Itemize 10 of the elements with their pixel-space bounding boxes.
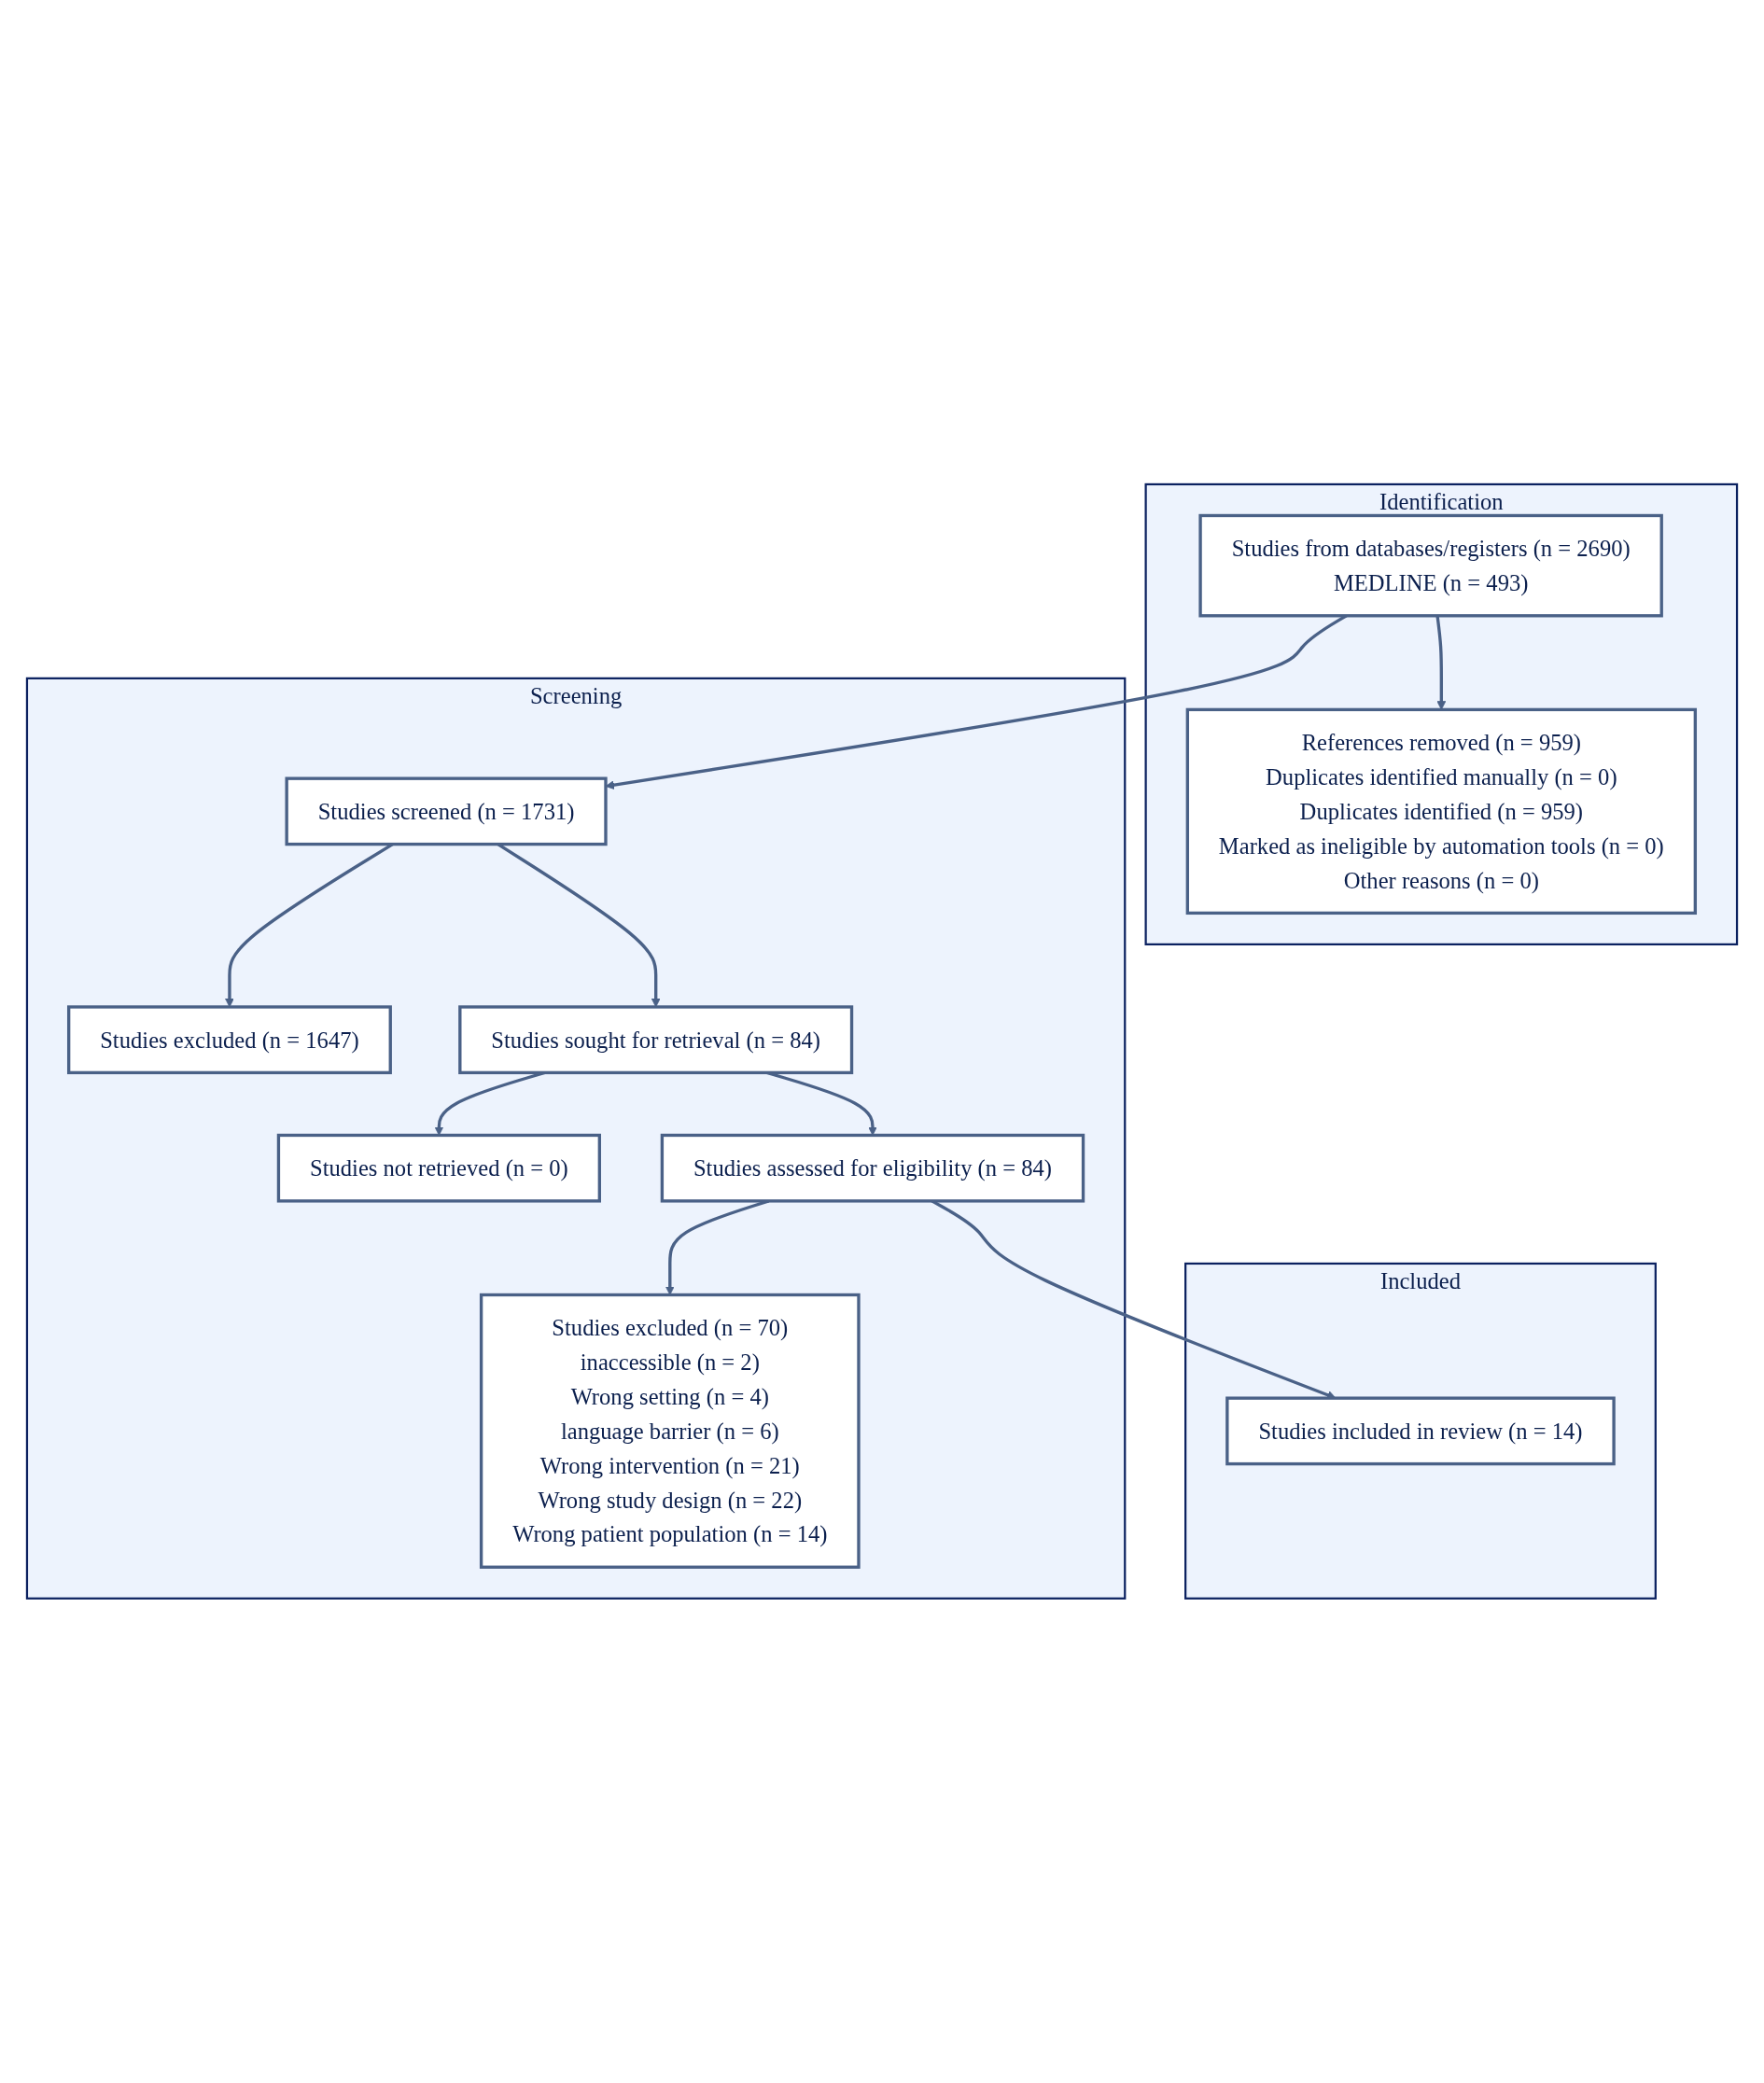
node-box: Studies sought for retrieval (n = 84) [458, 1005, 854, 1075]
node-box: Studies excluded (n = 70) inaccessible (n = 2) Wrong setting (n = 4) language barrier (n = 6) Wrong intervention (n = 21) Wrong study design (n = 22) Wrong patient population (n = 14) [479, 1293, 861, 1570]
node-box: Studies from databases/registers (n = 2690) MEDLINE (n = 493) [1198, 513, 1663, 618]
arrow [1435, 615, 1447, 710]
node-box: Studies screened (n = 1731) [285, 776, 608, 846]
node-box: Studies not retrieved (n = 0) [276, 1133, 601, 1203]
node-box: References removed (n = 959) Duplicates identified manually (n = 0) Duplicates identified (n = 959) Marked as ineligible by automation tools (n = 0) Other reasons (n = 0) [1185, 707, 1697, 916]
node-box: Studies included in review (n = 14) [1225, 1396, 1616, 1466]
node-box: Studies assessed for eligibility (n = 84) [660, 1133, 1085, 1203]
node-box: Studies excluded (n = 1647) [67, 1005, 392, 1075]
